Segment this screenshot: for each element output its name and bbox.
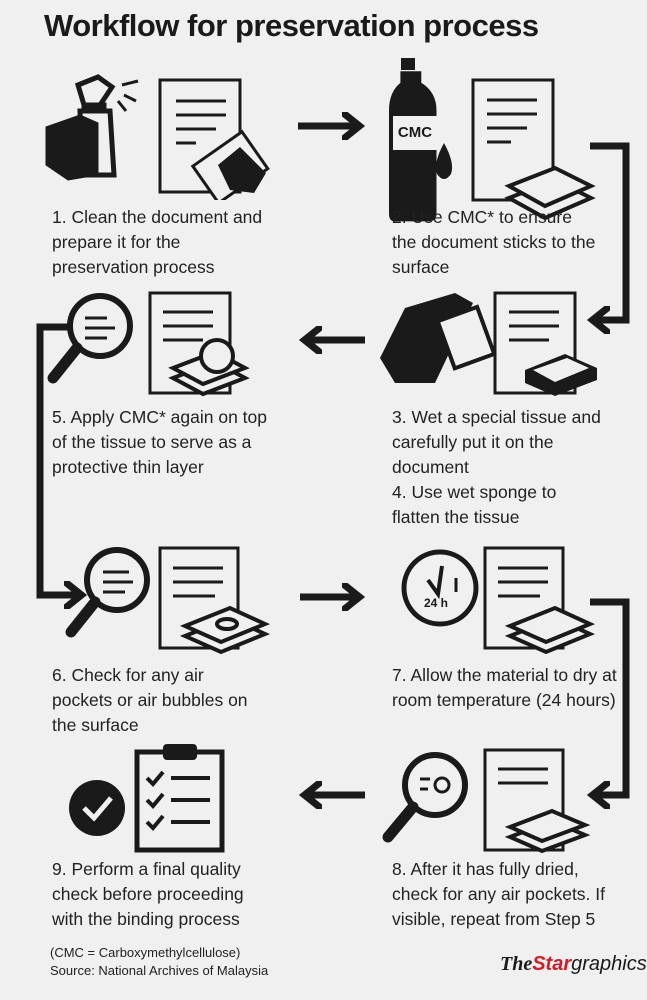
the-star-graphics-logo: TheStargraphics: [500, 953, 647, 976]
tissue-sponge-icon: [380, 291, 597, 396]
spray-bottle-hand-icon: [45, 74, 270, 200]
step-2-text: 2. Use CMC* to ensure the document stick…: [392, 207, 596, 277]
clock-label: 24 h: [424, 596, 449, 610]
footer: (CMC = Carboxymethylcellulose) Source: N…: [50, 944, 268, 980]
arrow-7-to-8: [590, 598, 630, 795]
step-6-text: 6. Check for any air pockets or air bubb…: [52, 665, 248, 735]
cmc-bottle-document-icon: CMC: [385, 58, 615, 228]
source-credit: Source: National Archives of Malaysia: [50, 963, 269, 978]
checklist-icon: [69, 744, 225, 853]
step-1-text: 1. Clean the document and prepare it for…: [52, 207, 263, 277]
magnifier-recheck-icon: [382, 748, 591, 854]
bottle-label: CMC: [393, 116, 437, 150]
step-9-text: 9. Perform a final quality check before …: [52, 859, 244, 929]
arrow-5-to-6: [36, 323, 78, 595]
magnifier-cmc-layer-icon: [47, 291, 250, 397]
step-4-text: 4. Use wet sponge to flatten the tissue: [392, 482, 557, 527]
logo-the: The: [500, 953, 533, 975]
logo-graphics: graphics: [571, 953, 647, 975]
step-5-text: 5. Apply CMC* again on top of the tissue…: [52, 407, 267, 477]
step-3-text: 3. Wet a special tissue and carefully pu…: [392, 407, 601, 477]
footnote: (CMC = Carboxymethylcellulose): [50, 945, 241, 960]
logo-star: Star: [532, 953, 572, 975]
magnifier-air-bubbles-icon: [65, 546, 271, 655]
clock-drying-icon: 24 h: [400, 540, 620, 655]
step-7-text: 7. Allow the material to dry at room tem…: [392, 665, 617, 710]
arrow-2-to-3: [590, 142, 630, 320]
step-8-text: 8. After it has fully dried, check for a…: [392, 859, 606, 929]
page-title: Workflow for preservation process: [44, 8, 539, 43]
